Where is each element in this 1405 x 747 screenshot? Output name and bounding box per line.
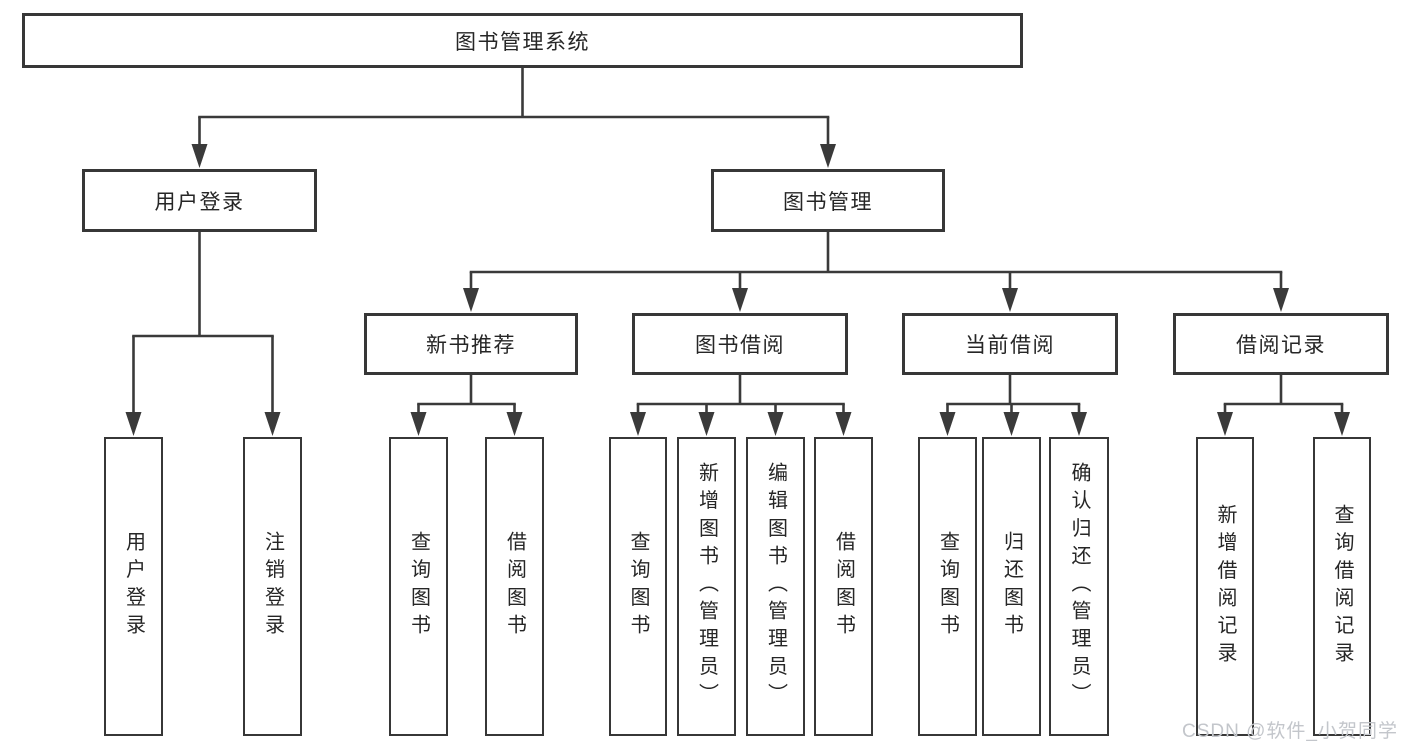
node-root: 图书管理系统 — [22, 13, 1023, 68]
node-leaf-bb-query: 查询图书 — [609, 437, 667, 736]
node-label: 用户登录 — [122, 531, 145, 642]
node-label: 借阅图书 — [832, 531, 855, 642]
node-label: 借阅图书 — [503, 531, 526, 642]
node-leaf-nbr-query: 查询图书 — [389, 437, 448, 736]
node-leaf-bb-edit: 编辑图书（管理员） — [746, 437, 805, 736]
watermark: CSDN @软件_小贺同学 — [1182, 721, 1398, 742]
node-user-login: 用户登录 — [82, 169, 317, 232]
node-leaf-cb-confirm: 确认归还（管理员） — [1049, 437, 1109, 736]
node-new-book-rec: 新书推荐 — [364, 313, 578, 375]
node-label: 注销登录 — [261, 531, 284, 642]
node-label: 编辑图书（管理员） — [764, 462, 787, 711]
node-book-mgmt: 图书管理 — [711, 169, 945, 232]
node-label: 查询图书 — [936, 531, 959, 642]
node-label: 归还图书 — [1000, 531, 1023, 642]
node-label: 图书管理系统 — [455, 30, 590, 54]
node-book-borrow: 图书借阅 — [632, 313, 848, 375]
node-leaf-br-query: 查询借阅记录 — [1313, 437, 1371, 736]
node-leaf-cb-query: 查询图书 — [918, 437, 977, 736]
node-label: 借阅记录 — [1236, 334, 1326, 357]
node-label: 查询图书 — [627, 531, 649, 642]
node-label: 用户登录 — [154, 190, 245, 214]
node-leaf-nbr-borrow: 借阅图书 — [485, 437, 544, 736]
node-label: 查询借阅记录 — [1331, 503, 1353, 670]
node-leaf-cb-return: 归还图书 — [982, 437, 1041, 736]
node-label: 查询图书 — [407, 531, 430, 642]
node-label: 新增图书（管理员） — [695, 462, 718, 711]
node-leaf-bb-borrow: 借阅图书 — [814, 437, 873, 736]
node-leaf-user-login: 用户登录 — [104, 437, 163, 736]
node-leaf-bb-add: 新增图书（管理员） — [677, 437, 736, 736]
node-label: 当前借阅 — [965, 334, 1055, 357]
node-leaf-logout: 注销登录 — [243, 437, 302, 736]
node-current-borrow: 当前借阅 — [902, 313, 1118, 375]
node-label: 图书借阅 — [695, 334, 785, 357]
node-label: 新书推荐 — [426, 334, 516, 357]
node-label: 图书管理 — [783, 190, 873, 214]
node-leaf-br-add: 新增借阅记录 — [1196, 437, 1254, 736]
node-borrow-records: 借阅记录 — [1173, 313, 1389, 375]
node-label: 新增借阅记录 — [1214, 503, 1236, 670]
node-label: 确认归还（管理员） — [1068, 462, 1090, 711]
